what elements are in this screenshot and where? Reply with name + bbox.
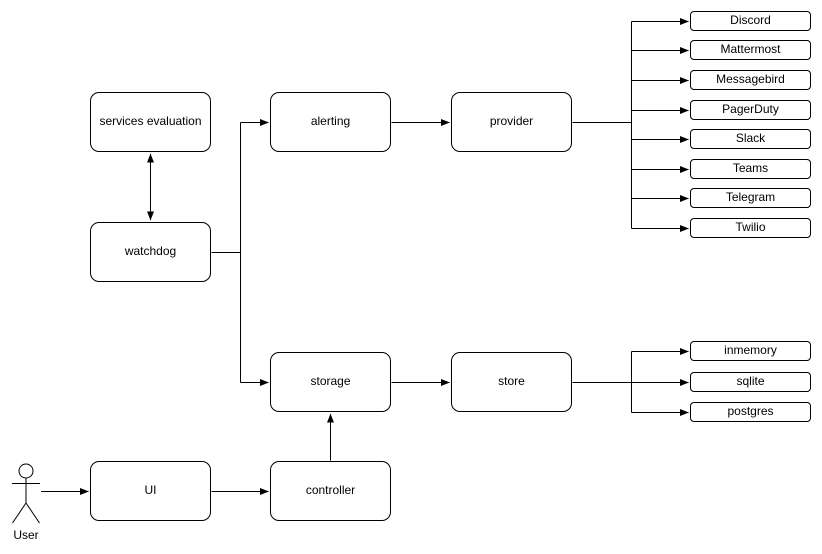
node-pagerduty: PagerDuty	[690, 100, 811, 120]
node-storage: storage	[270, 352, 391, 412]
edge-watchdog-branch	[211, 119, 269, 386]
node-mattermost: Mattermost	[690, 40, 811, 60]
node-teams: Teams	[690, 159, 811, 179]
node-provider: provider	[451, 92, 572, 152]
node-sqlite: sqlite	[690, 372, 811, 392]
node-watchdog: watchdog	[90, 222, 211, 282]
node-slack: Slack	[690, 129, 811, 149]
node-postgres: postgres	[690, 402, 811, 422]
edge-store-fanout	[572, 348, 689, 416]
node-telegram: Telegram	[690, 188, 811, 208]
actor-user-label: User	[13, 528, 39, 542]
edge-provider-fanout	[572, 18, 689, 232]
node-services-evaluation: services evaluation	[90, 92, 211, 152]
node-messagebird: Messagebird	[690, 70, 811, 90]
node-alerting: alerting	[270, 92, 391, 152]
node-store: store	[451, 352, 572, 412]
node-twilio: Twilio	[690, 218, 811, 238]
node-ui: UI	[90, 461, 211, 521]
user-actor-icon	[12, 463, 40, 524]
node-controller: controller	[270, 461, 391, 521]
node-inmemory: inmemory	[690, 341, 811, 361]
node-discord: Discord	[690, 11, 811, 31]
